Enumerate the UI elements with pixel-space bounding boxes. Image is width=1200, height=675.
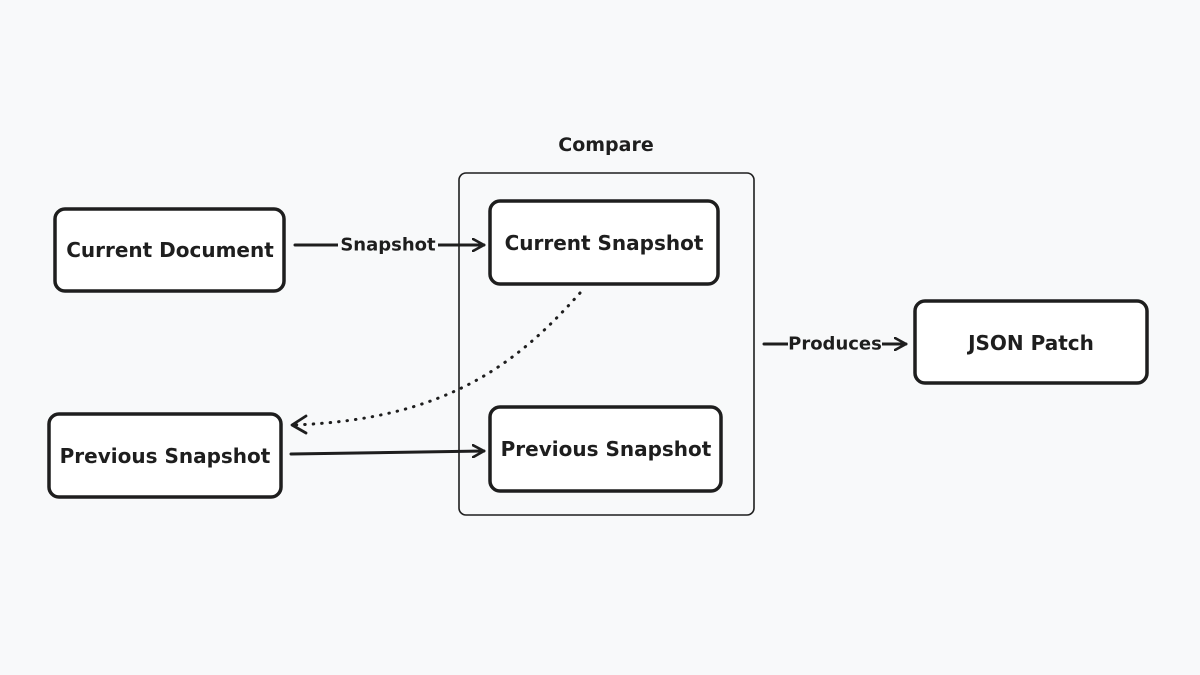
produces-edge-label: Produces: [788, 334, 882, 355]
json-patch-label: JSON Patch: [966, 331, 1094, 355]
previous-snapshot-source-label: Previous Snapshot: [60, 444, 271, 468]
compare-group: Compare: [458, 134, 755, 516]
snapshot-edge-label: Snapshot: [340, 235, 436, 256]
snapshot-edge: Snapshot: [293, 232, 486, 258]
dotted-feedback-edge: [290, 291, 582, 435]
current-document-node: Current Document: [53, 207, 286, 293]
previous-snapshot-compare-label: Previous Snapshot: [501, 437, 712, 461]
previous-snapshot-source-node: Previous Snapshot: [47, 412, 283, 499]
dotted-feedback-arrow: [290, 291, 582, 427]
previous-snapshot-compare-node: Previous Snapshot: [488, 405, 723, 493]
json-patch-node: JSON Patch: [913, 299, 1149, 385]
previous-snapshot-edge: [289, 451, 486, 454]
produces-edge: Produces: [762, 331, 908, 357]
dotted-feedback-arrowhead: [290, 414, 308, 435]
current-snapshot-label: Current Snapshot: [505, 231, 704, 255]
compare-group-title: Compare: [558, 134, 653, 156]
current-snapshot-node: Current Snapshot: [488, 199, 720, 286]
current-document-label: Current Document: [66, 238, 274, 262]
previous-snapshot-arrow: [289, 451, 486, 454]
